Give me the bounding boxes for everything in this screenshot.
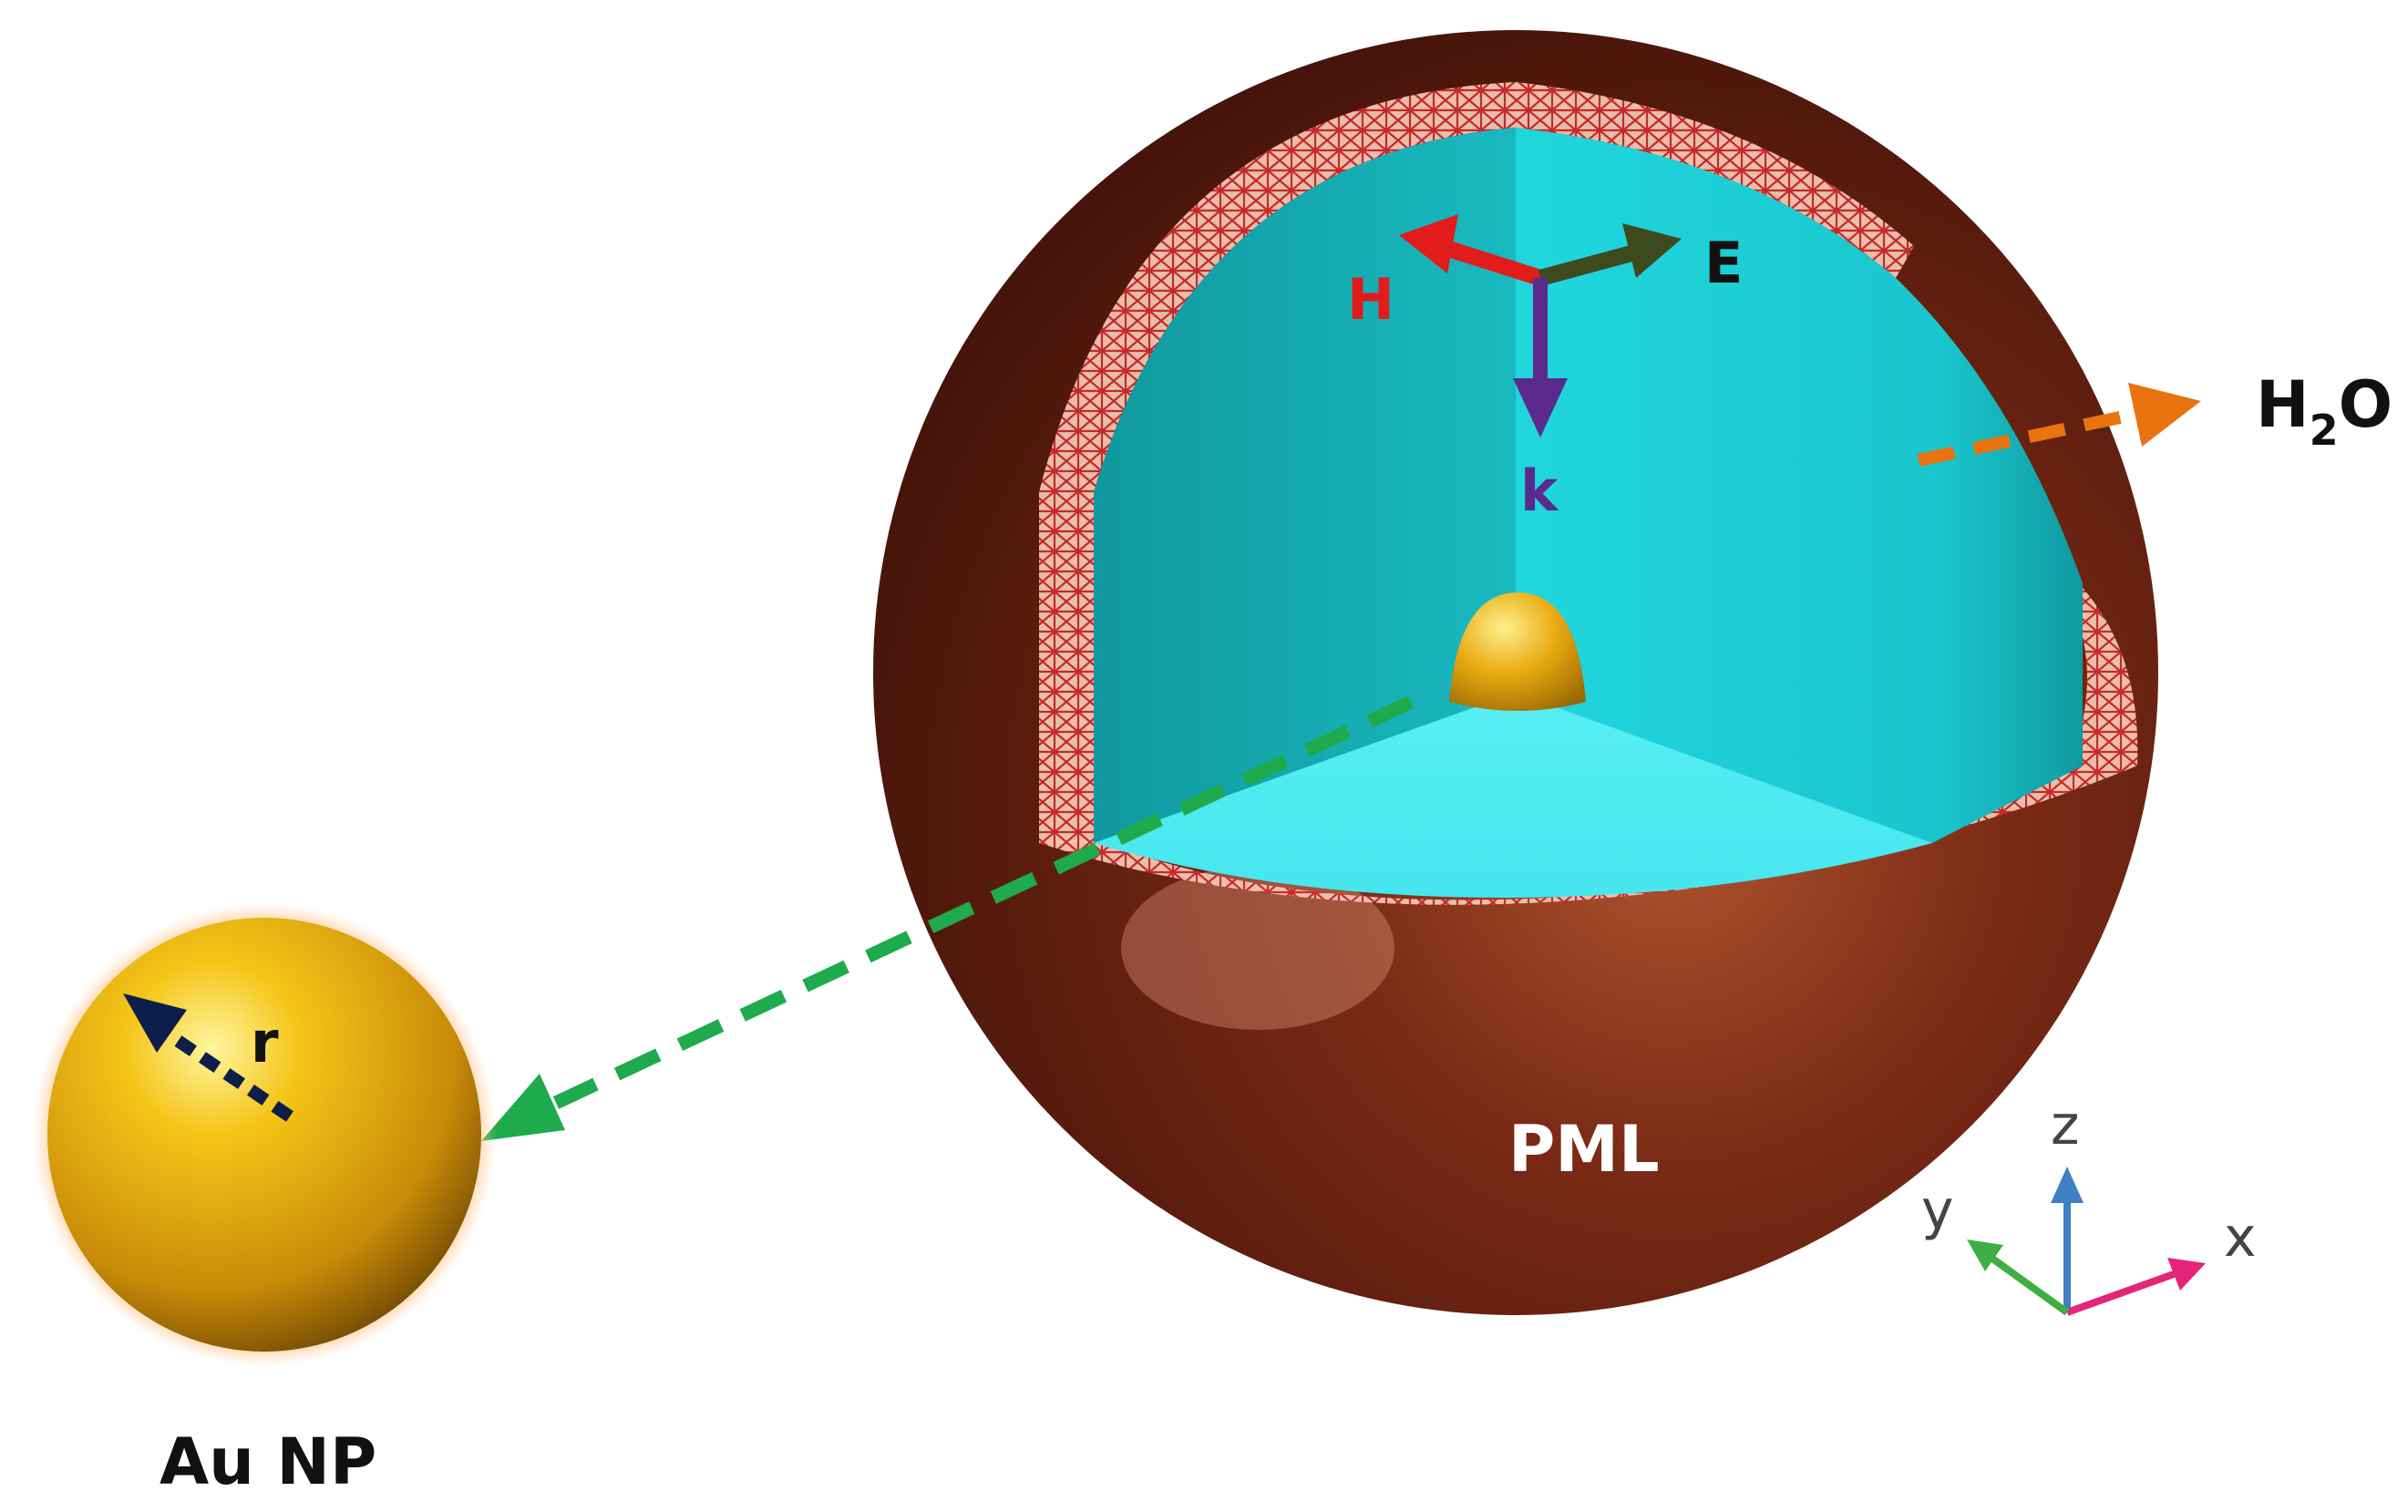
h-field-arrow xyxy=(1399,214,1543,286)
nanoparticle-label: Au NP xyxy=(160,1425,376,1499)
water-domain xyxy=(1094,128,2083,898)
h-field-label: H xyxy=(1347,266,1394,333)
radius-label: r xyxy=(251,1009,279,1075)
radius-arrow xyxy=(123,993,293,1122)
water-label: H2O xyxy=(2256,367,2393,455)
e-field-label: E xyxy=(1704,230,1743,296)
axes-triad xyxy=(1967,1167,2206,1316)
axis-z-label: z xyxy=(2051,1094,2080,1157)
axis-y-label: y xyxy=(1921,1178,1954,1242)
axis-x-label: x xyxy=(2224,1206,2257,1270)
zoom-pointer-arrow xyxy=(481,695,1415,1141)
e-field-arrow xyxy=(1538,223,1682,286)
water-pointer-arrow xyxy=(1917,383,2201,467)
au-nanoparticle xyxy=(32,902,497,1367)
pml-label: PML xyxy=(1508,1112,1660,1187)
au-dome xyxy=(1449,592,1586,711)
k-vector-arrow xyxy=(1513,278,1568,437)
k-vector-label: k xyxy=(1520,458,1559,524)
